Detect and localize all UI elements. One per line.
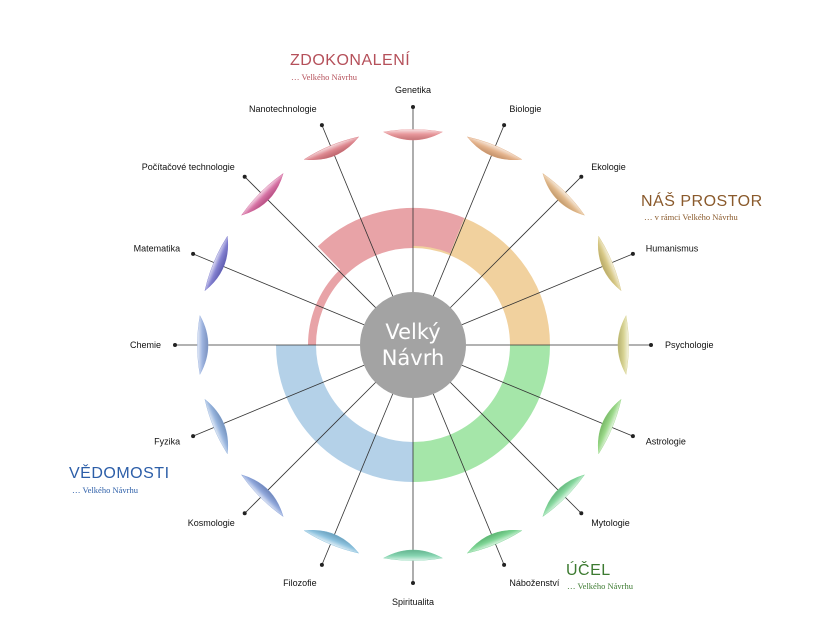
group-subtitle-vedomosti: … Velkého Návrhu [72,485,138,495]
thick-ring-segment-zdokonaleni [317,208,465,275]
spoke-end-dot-nabozenstvi [502,562,507,567]
center-label-line1: Velký [385,320,440,344]
spoke-label-ekologie: Ekologie [591,162,626,172]
group-title-ucel: ÚČEL [566,562,611,579]
spoke-end-dot-nanotechnologie [319,123,324,128]
spoke-label-fyzika: Fyzika [154,436,180,446]
spoke-label-nanotechnologie: Nanotechnologie [249,104,317,114]
spoke-label-astrologie: Astrologie [646,436,686,446]
spoke-label-chemie: Chemie [130,340,161,350]
spoke-label-filozofie: Filozofie [283,578,317,588]
lens-psychologie [617,315,629,375]
lens-fyzika [204,398,229,455]
spoke-end-dot-ekologie [579,174,584,179]
spoke-end-dot-matematika [191,251,196,256]
spoke-end-dot-kosmologie [242,511,247,516]
spoke-label-nabozenstvi: Náboženství [509,578,560,588]
lens-filozofie [303,529,360,554]
lenses [197,129,629,561]
spoke-end-dot-astrologie [630,434,635,439]
spoke-label-genetika: Genetika [395,85,431,95]
spoke-end-dot-psychologie [649,343,653,347]
lens-genetika [383,129,443,141]
group-subtitle-zdokonaleni: … Velkého Návrhu [291,72,357,82]
spoke-label-psychologie: Psychologie [665,340,714,350]
spoke-end-dot-mytologie [579,511,584,516]
group-title-nas-prostor: NÁŠ PROSTOR [641,193,763,210]
center-circle [360,292,466,398]
lens-pocitacove-technologie [241,173,284,216]
spoke-label-pocitacove-technologie: Počítačové technologie [142,162,235,172]
lens-kosmologie [241,474,284,517]
lens-spiritualita [383,549,443,561]
lens-matematika [204,235,229,292]
spoke-end-dot-biologie [502,123,507,128]
spoke-end-dot-spiritualita [411,581,415,585]
spoke-label-mytologie: Mytologie [591,518,630,528]
lens-humanismus [597,235,622,292]
lens-nanotechnologie [303,136,360,161]
spoke-label-matematika: Matematika [134,244,181,254]
lens-mytologie [542,474,585,517]
thick-ring-segment-nas_prostor [449,217,550,346]
spoke-label-biologie: Biologie [509,104,541,114]
spoke-end-dot-pocitacove-technologie [242,174,247,179]
spoke-end-dot-chemie [173,343,177,347]
lens-astrologie [597,398,622,455]
spoke-end-dot-humanismus [630,251,635,256]
lens-chemie [197,315,209,375]
spoke-label-spiritualita: Spiritualita [392,597,434,607]
spoke-end-dot-filozofie [319,562,324,567]
lens-nabozenstvi [466,529,523,554]
spoke-end-dot-genetika [411,105,415,109]
spoke-label-humanismus: Humanismus [646,244,699,254]
spoke-end-dot-fyzika [191,434,196,439]
group-subtitle-nas-prostor: … v rámci Velkého Návrhu [644,212,738,222]
center-label-line2: Návrh [382,346,445,370]
spoke-labels: GenetikaBiologieEkologieHumanismusPsycho… [130,85,714,607]
lens-ekologie [542,173,585,216]
group-subtitle-ucel: … Velkého Návrhu [567,581,633,591]
group-title-zdokonaleni: ZDOKONALENÍ [290,52,411,69]
spoke-label-kosmologie: Kosmologie [188,518,235,528]
center-hub: Velký Návrh [360,292,466,398]
group-title-vedomosti: VĚDOMOSTI [69,465,170,482]
lens-biologie [466,136,523,161]
